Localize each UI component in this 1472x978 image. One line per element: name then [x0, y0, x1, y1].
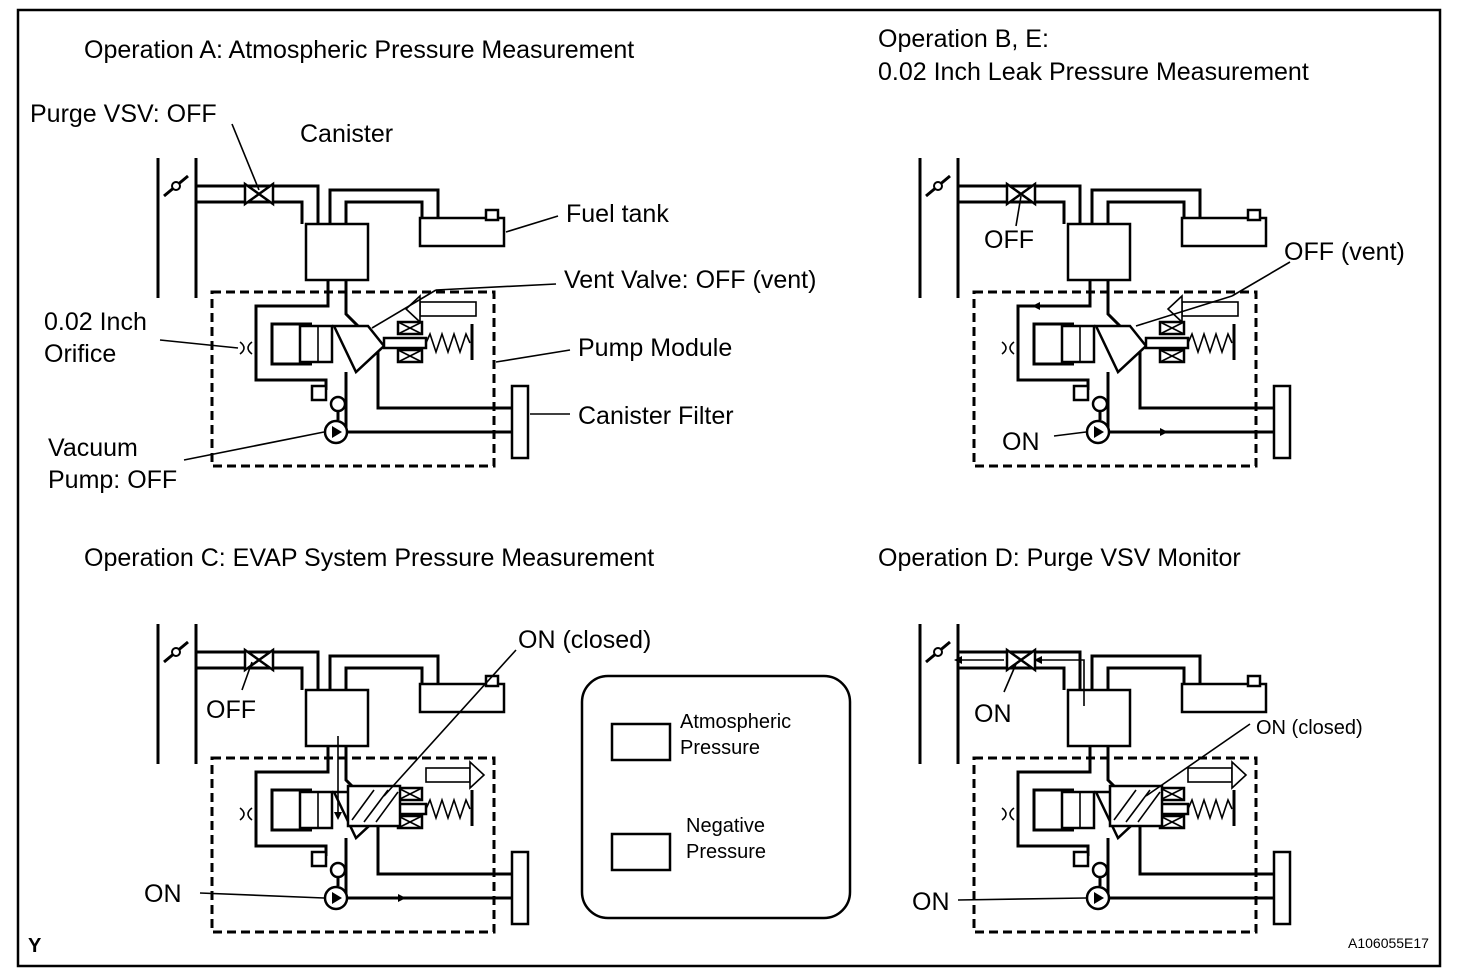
- panel-c-pump-label: ON: [144, 880, 182, 908]
- pump-module-label: Pump Module: [578, 334, 732, 362]
- legend-negative-line1: Negative: [686, 815, 765, 837]
- panel-operation-b: Operation B, E: 0.02 Inch Leak Pressure …: [878, 25, 1405, 468]
- panel-a-schematic: [156, 156, 530, 468]
- panel-b-pump-label: ON: [1002, 428, 1040, 456]
- panel-c-vent-label: ON (closed): [518, 626, 651, 654]
- canister-filter-label: Canister Filter: [578, 402, 734, 430]
- figure-id: A106055E17: [1348, 935, 1429, 951]
- vacuum-pump-label-line1: Vacuum: [48, 434, 138, 462]
- atmospheric-swatch: [610, 722, 672, 762]
- orifice-label-line2: Orifice: [44, 340, 116, 368]
- negative-swatch: [610, 832, 672, 872]
- panel-b-purge-label: OFF: [984, 226, 1034, 254]
- legend-atmospheric-line1: Atmospheric: [680, 711, 791, 733]
- fuel-tank-label: Fuel tank: [566, 200, 669, 228]
- legend-atmospheric-line2: Pressure: [680, 737, 760, 759]
- legend-negative-line2: Pressure: [686, 841, 766, 863]
- panel-b-schematic: [918, 156, 1292, 468]
- panel-a-title: Operation A: Atmospheric Pressure Measur…: [84, 36, 634, 64]
- purge-vsv-label: Purge VSV: OFF: [30, 100, 217, 128]
- legend: Atmospheric Pressure Negative Pressure: [580, 674, 852, 920]
- panel-operation-d: Operation D: Purge VSV Monitor ON ON (cl…: [878, 544, 1363, 934]
- panel-operation-c: Operation C: EVAP System Pressure Measur…: [84, 544, 654, 934]
- panel-operation-a: Operation A: Atmospheric Pressure Measur…: [30, 36, 816, 494]
- orifice-label-line1: 0.02 Inch: [44, 308, 147, 336]
- panel-b-title-line1: Operation B, E:: [878, 25, 1049, 53]
- panel-d-vent-label: ON (closed): [1256, 717, 1363, 739]
- panel-c-purge-label: OFF: [206, 696, 256, 724]
- panel-c-title: Operation C: EVAP System Pressure Measur…: [84, 544, 654, 572]
- panel-b-title-line2: 0.02 Inch Leak Pressure Measurement: [878, 58, 1309, 86]
- panel-b-vent-label: OFF (vent): [1284, 238, 1405, 266]
- canister-label: Canister: [300, 120, 393, 148]
- panel-d-pump-label: ON: [912, 888, 950, 916]
- vent-valve-label: Vent Valve: OFF (vent): [564, 266, 816, 294]
- vacuum-pump-label-line2: Pump: OFF: [48, 466, 177, 494]
- panel-d-purge-label: ON: [974, 700, 1012, 728]
- panel-d-title: Operation D: Purge VSV Monitor: [878, 544, 1241, 572]
- figure-frame: [16, 8, 1442, 968]
- footer-mark: Y: [28, 935, 42, 957]
